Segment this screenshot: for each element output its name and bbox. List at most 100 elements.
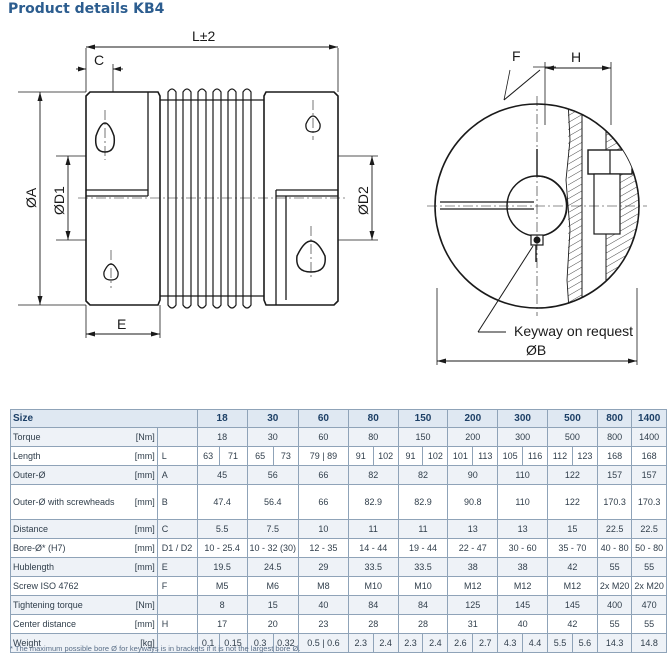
- value-cell: 82: [347, 465, 399, 485]
- value-cell: 5.6: [571, 633, 598, 653]
- page-title: Product details KB4: [8, 1, 165, 17]
- row-symbol: E: [157, 557, 198, 577]
- value-cell: 0.15: [218, 633, 248, 653]
- value-cell: 145: [497, 595, 549, 615]
- value-cell: 33.5: [397, 557, 449, 577]
- value-cell: 33.5: [347, 557, 399, 577]
- value-cell: 18: [196, 427, 248, 447]
- row-label: Screw ISO 4762: [10, 576, 123, 596]
- value-cell: 10 - 32 (30): [246, 538, 300, 558]
- value-cell: 2.3: [397, 633, 424, 653]
- value-cell: 5.5: [196, 519, 248, 539]
- dim-label-L: L±2: [192, 28, 215, 44]
- row-unit: [mm]: [122, 557, 158, 577]
- row-label: Bore-Ø* (H7): [10, 538, 123, 558]
- value-cell: 56: [246, 465, 300, 485]
- row-unit: [mm]: [122, 484, 158, 520]
- value-cell: 22 - 47: [447, 538, 499, 558]
- value-cell: 168: [596, 446, 633, 466]
- value-cell: 28: [347, 614, 399, 634]
- value-cell: 11: [347, 519, 399, 539]
- value-cell: M6: [246, 576, 300, 596]
- header-size-80: 80: [347, 409, 399, 428]
- value-cell: 2x M20: [596, 576, 633, 596]
- value-cell: M5: [196, 576, 248, 596]
- row-unit: [mm]: [122, 538, 158, 558]
- value-cell: 40: [298, 595, 349, 615]
- value-cell: 2.7: [472, 633, 499, 653]
- value-cell: 4.4: [522, 633, 549, 653]
- value-cell: 22.5: [631, 519, 667, 539]
- value-cell: 14 - 44: [347, 538, 399, 558]
- value-cell: 112: [547, 446, 573, 466]
- value-cell: 90.8: [447, 484, 499, 520]
- value-cell: 38: [447, 557, 499, 577]
- row-unit: [122, 576, 158, 596]
- value-cell: 66: [298, 484, 349, 520]
- row-label: Tightening torque: [10, 595, 123, 615]
- row-label: Outer-Ø: [10, 465, 123, 485]
- header-size-1400: 1400: [631, 409, 667, 428]
- value-cell: 22.5: [596, 519, 633, 539]
- value-cell: 82.9: [397, 484, 449, 520]
- value-cell: 50 - 80: [631, 538, 667, 558]
- value-cell: 55: [631, 557, 667, 577]
- dim-label-F: F: [512, 48, 521, 64]
- value-cell: 73: [272, 446, 300, 466]
- value-cell: 170.3: [631, 484, 667, 520]
- value-cell: 105: [497, 446, 524, 466]
- value-cell: 55: [631, 614, 667, 634]
- value-cell: 470: [631, 595, 667, 615]
- value-cell: 15: [547, 519, 598, 539]
- value-cell: 8: [196, 595, 248, 615]
- value-cell: 12 - 35: [298, 538, 349, 558]
- value-cell: 0.32: [272, 633, 300, 653]
- row-label: Distance: [10, 519, 123, 539]
- value-cell: M10: [397, 576, 449, 596]
- value-cell: 2.3: [347, 633, 374, 653]
- value-cell: 800: [596, 427, 633, 447]
- header-size-label: Size: [10, 409, 198, 428]
- value-cell: 500: [547, 427, 598, 447]
- row-symbol: H: [157, 614, 198, 634]
- value-cell: 110: [497, 465, 549, 485]
- value-cell: 90: [447, 465, 499, 485]
- dim-label-D2: ØD2: [355, 186, 371, 215]
- value-cell: M12: [497, 576, 549, 596]
- dim-label-E: E: [117, 316, 126, 332]
- value-cell: 40: [497, 614, 549, 634]
- value-cell: 42: [547, 614, 598, 634]
- value-cell: 14.8: [631, 633, 667, 653]
- value-cell: 4.3: [497, 633, 524, 653]
- value-cell: 110: [497, 484, 549, 520]
- row-symbol: B: [157, 484, 198, 520]
- header-size-60: 60: [298, 409, 349, 428]
- value-cell: 102: [372, 446, 399, 466]
- value-cell: 168: [631, 446, 667, 466]
- value-cell: 17: [196, 614, 248, 634]
- value-cell: 29: [298, 557, 349, 577]
- value-cell: 28: [397, 614, 449, 634]
- side-view: [18, 44, 378, 338]
- value-cell: 40 - 80: [596, 538, 633, 558]
- value-cell: 14.3: [596, 633, 633, 653]
- value-cell: 1400: [631, 427, 667, 447]
- value-cell: 145: [547, 595, 598, 615]
- value-cell: 157: [596, 465, 633, 485]
- row-unit: [mm]: [122, 465, 158, 485]
- row-symbol: D1 / D2: [157, 538, 198, 558]
- row-symbol: L: [157, 446, 198, 466]
- dim-label-C: C: [94, 52, 104, 68]
- value-cell: 2.6: [447, 633, 474, 653]
- value-cell: 400: [596, 595, 633, 615]
- value-cell: 55: [596, 557, 633, 577]
- value-cell: 11: [397, 519, 449, 539]
- value-cell: 30 - 60: [497, 538, 549, 558]
- value-cell: 63: [196, 446, 220, 466]
